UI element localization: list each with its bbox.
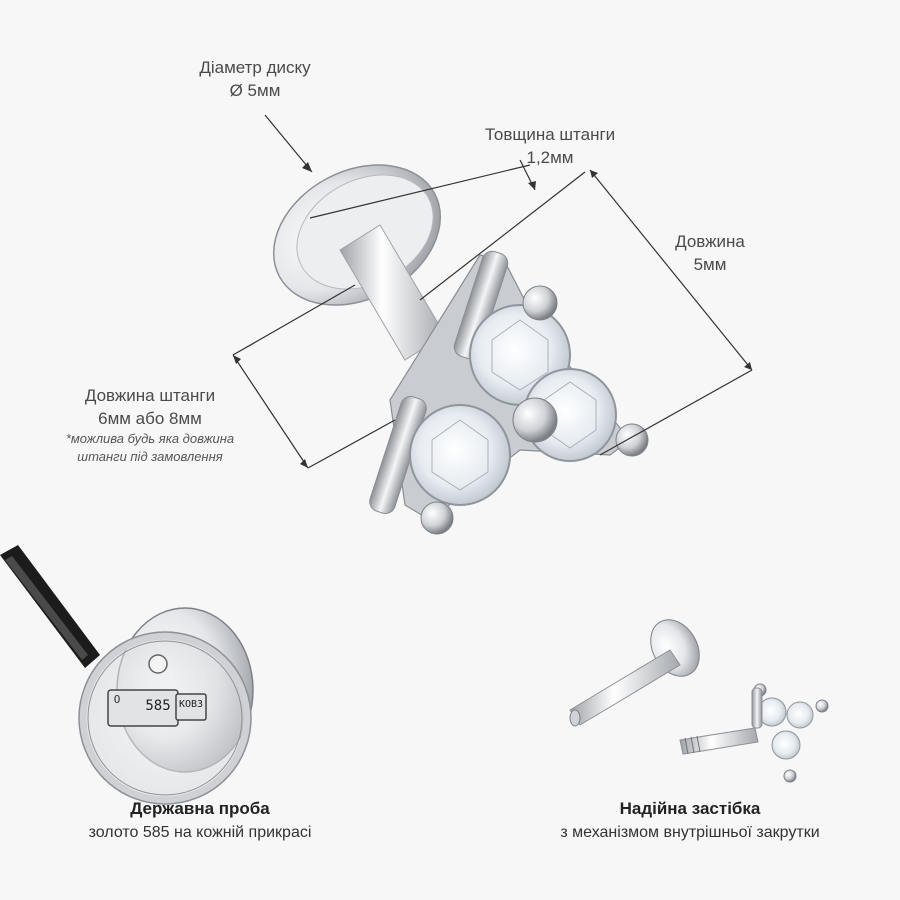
dimension-lines [232,114,753,469]
stamp-caption-subtitle: золото 585 на кожній прикрасі [88,824,312,841]
stamp-caption-title: Державна проба [130,799,270,818]
clasp-caption: Надійна застібка з механізмом внутрішньо… [500,797,880,844]
bar-thickness-title: Товщина штанги [484,125,616,144]
bar-length-title: Довжина штанги [84,386,216,405]
main-earring [272,164,649,535]
bar-length-note-2: штанги під замовлення [77,449,223,464]
disc-diameter-title: Діаметр диску [199,58,311,77]
bar-length-note-1: *можлива будь яка довжина [65,431,235,446]
length-value: 5мм [693,255,727,274]
clasp-caption-subtitle: з механізмом внутрішньої закрутки [560,824,820,841]
stamp-mark-left: О [110,694,124,706]
bar-length-label: Довжина штанги 6мм або 8мм *можлива будь… [30,384,270,466]
stamp-grade: 585 [145,698,171,714]
bar-thickness-value: 1,2мм [526,148,574,167]
length-label: Довжина 5мм [650,230,770,276]
stamp-caption: Державна проба золото 585 на кожній прик… [20,797,380,844]
bar-thickness-label: Товщина штанги 1,2мм [450,123,650,169]
length-title: Довжина [675,232,745,251]
clasp-caption-title: Надійна застібка [619,799,761,818]
stamp-code: КОВЗ [178,699,204,710]
stamp-mark-left-letter: О [113,693,121,706]
clasp-illustration [569,619,829,783]
magnifier-illustration [0,545,254,805]
disc-diameter-label: Діаметр диску Ø 5мм [160,56,350,102]
disc-diameter-value: Ø 5мм [229,81,281,100]
bar-length-value: 6мм або 8мм [98,409,202,428]
